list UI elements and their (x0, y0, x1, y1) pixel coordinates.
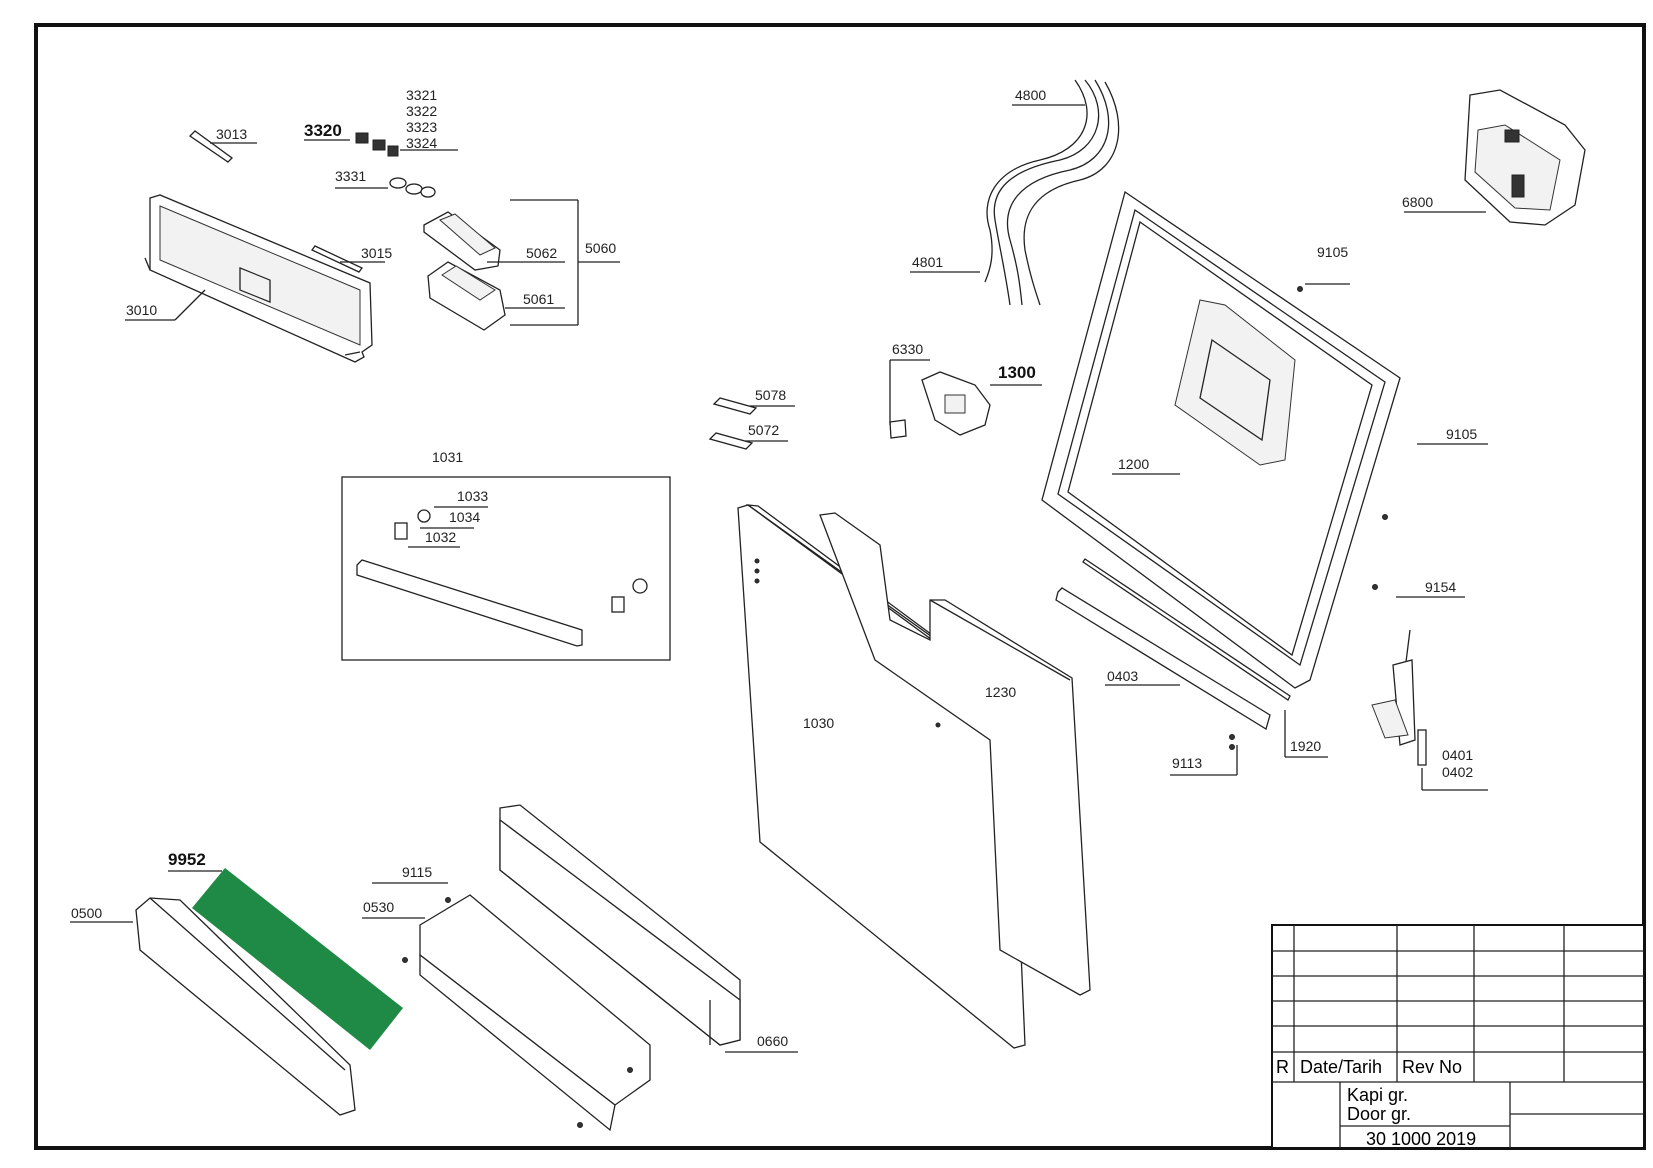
door-lock-1300-part (921, 371, 991, 436)
handle-assembly-box (341, 476, 671, 661)
kickplate-0500-part (135, 897, 356, 1116)
title-block-rev-mark: R (1276, 1057, 1289, 1077)
sticker-5078-part (712, 397, 758, 415)
part-label-1033: 1033 (457, 488, 488, 504)
part-label-9105-right: 9105 (1446, 426, 1477, 442)
title-block-part-number: 30 1000 2019 (1366, 1129, 1476, 1149)
inner-panel-1230-part (819, 512, 1091, 996)
part-label-6800: 6800 (1402, 194, 1433, 210)
part-label-6330: 6330 (892, 341, 923, 357)
part-label-9952: 9952 (168, 850, 206, 869)
title-block-name-en: Door gr. (1347, 1104, 1411, 1124)
part-label-5061: 5061 (523, 291, 554, 307)
part-label-3331: 3331 (335, 168, 366, 184)
part-label-1031: 1031 (432, 449, 463, 465)
electronic-card-5061-part (427, 261, 506, 331)
part-label-3323: 3323 (406, 119, 437, 135)
part-label-0660: 0660 (757, 1033, 788, 1049)
part-label-0402: 0402 (1442, 764, 1473, 780)
part-label-3322: 3322 (406, 103, 437, 119)
part-label-1200: 1200 (1118, 456, 1149, 472)
seal-0403-part (1055, 587, 1271, 731)
part-label-3010: 3010 (126, 302, 157, 318)
part-label-9113: 9113 (1172, 755, 1202, 771)
title-block (1271, 924, 1645, 1149)
part-label-9154: 9154 (1425, 579, 1456, 595)
part-label-3321: 3321 (406, 87, 437, 103)
sticker-5072-part (708, 432, 754, 450)
electronic-card-5062-part (423, 211, 501, 271)
part-label-0530: 0530 (363, 899, 394, 915)
title-block-rev-header: Rev No (1402, 1057, 1462, 1077)
strip-3013-part (188, 130, 233, 163)
button-3320-part (355, 132, 399, 157)
cable-harness-4800-part (984, 79, 1120, 306)
switch-6330-part (889, 419, 907, 439)
part-label-4801: 4801 (912, 254, 943, 270)
part-label-3320: 3320 (304, 121, 342, 140)
part-label-5060: 5060 (585, 240, 616, 256)
part-label-0403: 0403 (1107, 668, 1138, 684)
part-label-3324: 3324 (406, 135, 437, 151)
hinge-0401-part (1371, 629, 1427, 766)
insulation-9952-highlighted-part (192, 868, 403, 1050)
part-label-0401: 0401 (1442, 747, 1473, 763)
part-label-0500: 0500 (71, 905, 102, 921)
inner-door-1200-part (1041, 190, 1401, 689)
knob-3331-part (389, 177, 436, 198)
part-label-5072: 5072 (748, 422, 779, 438)
drawing-frame (34, 23, 1646, 1150)
part-label-1920: 1920 (1290, 738, 1321, 754)
title-block-name-tr: Kapi gr. (1347, 1085, 1408, 1105)
part-label-3013: 3013 (216, 126, 247, 142)
part-label-1300: 1300 (998, 363, 1036, 382)
bracket-0530-part (419, 894, 651, 1132)
part-label-5078: 5078 (755, 387, 786, 403)
part-label-1030: 1030 (803, 715, 834, 731)
plinth-0660-part (499, 804, 741, 1046)
part-label-5062: 5062 (526, 245, 557, 261)
part-label-1034: 1034 (449, 509, 480, 525)
part-label-4800: 4800 (1015, 87, 1046, 103)
strip-3015-part (311, 245, 363, 273)
seal-1920-part (1082, 558, 1291, 701)
part-label-3015: 3015 (361, 245, 392, 261)
handle-bar-1031-part (356, 559, 583, 647)
control-panel-part (144, 194, 373, 363)
detergent-dispenser-6800-part (1464, 89, 1586, 226)
title-block-date-header: Date/Tarih (1300, 1057, 1382, 1077)
part-label-9105-top: 9105 (1317, 244, 1348, 260)
part-label-1230: 1230 (985, 684, 1016, 700)
part-label-1032: 1032 (425, 529, 456, 545)
part-label-9115: 9115 (402, 864, 432, 880)
